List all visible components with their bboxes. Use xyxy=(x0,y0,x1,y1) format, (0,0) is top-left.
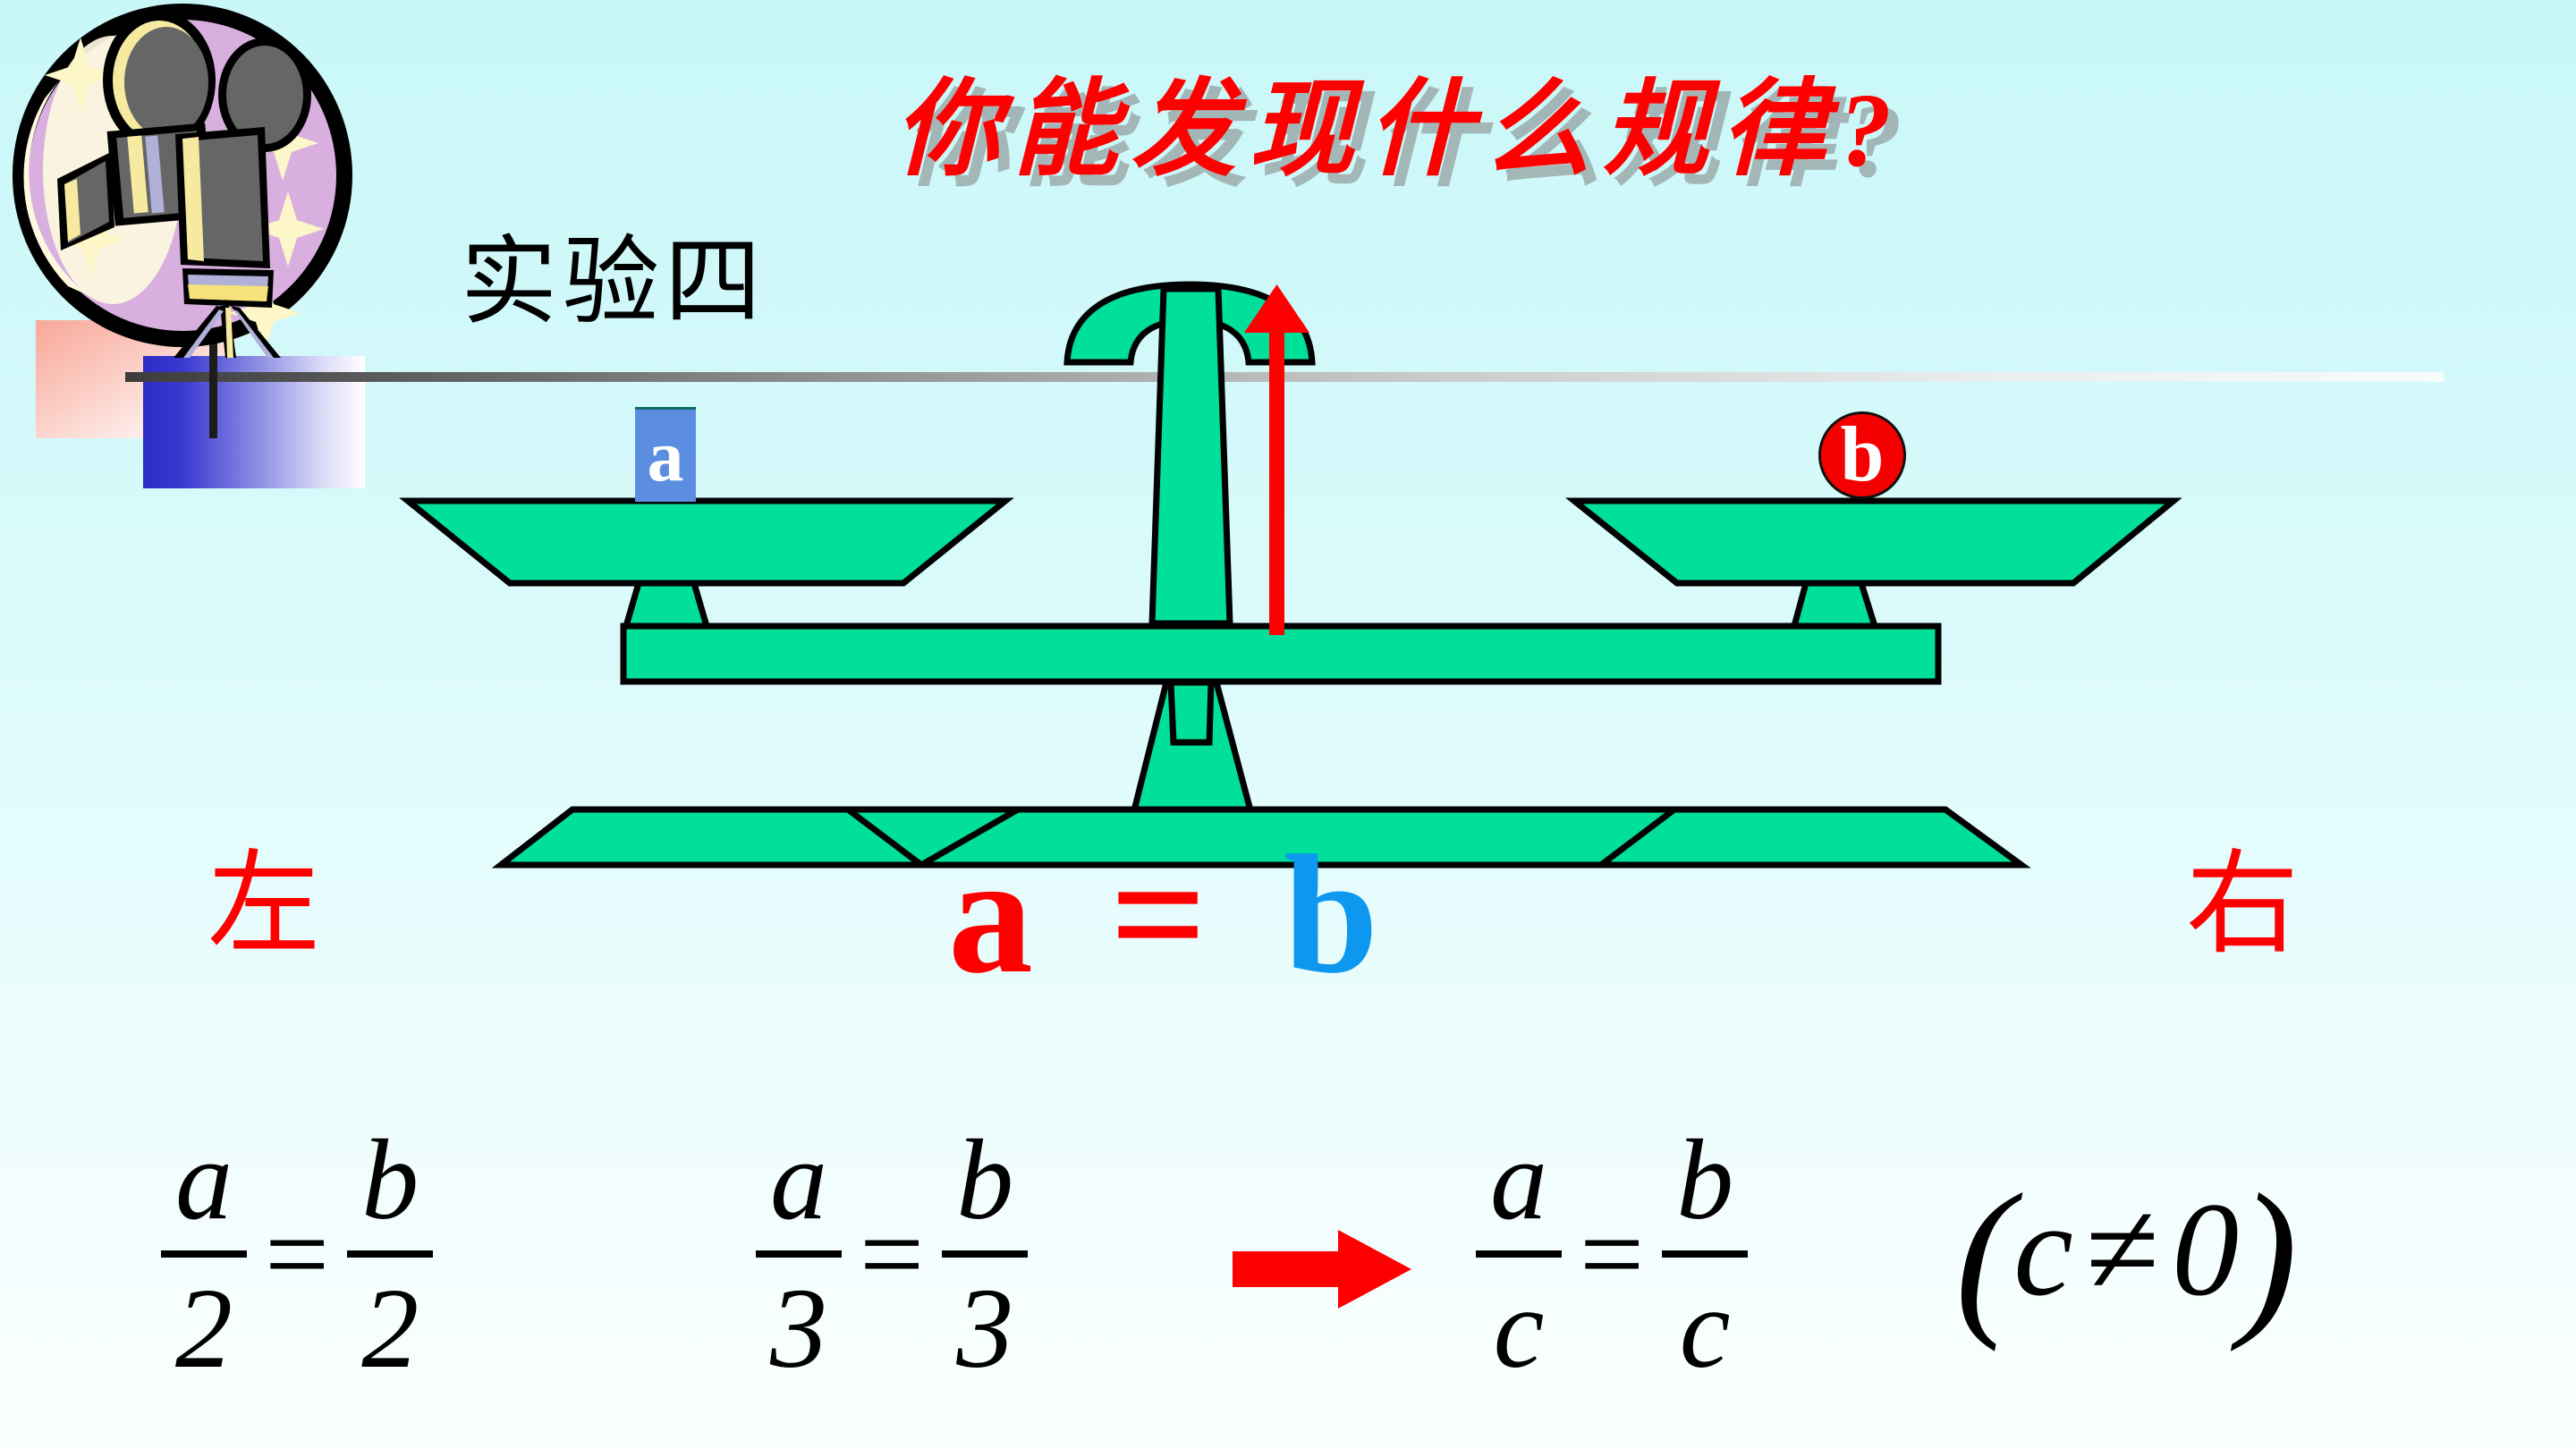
fraction-b-over-3: b 3 xyxy=(942,1116,1029,1393)
fraction-bar xyxy=(1476,1250,1562,1258)
numerator: b xyxy=(1676,1116,1734,1243)
formula-operator: = xyxy=(860,1190,925,1318)
fraction-bar xyxy=(1662,1250,1749,1258)
equation-right-term: b xyxy=(1284,821,1378,1009)
formula-divide-by-c: a c = b c xyxy=(1476,1116,1749,1393)
film-camera-icon xyxy=(13,4,352,358)
denominator: 2 xyxy=(361,1265,419,1393)
fraction-a-over-3: a 3 xyxy=(756,1118,842,1391)
weight-a-block: a xyxy=(635,407,696,502)
fraction-b-over-2: b 2 xyxy=(347,1116,434,1393)
fraction-b-over-c: b c xyxy=(1662,1116,1749,1393)
fraction-bar xyxy=(161,1250,247,1258)
denominator: 3 xyxy=(770,1265,827,1393)
not-equal-sign: ≠ xyxy=(2085,1175,2160,1324)
numerator: b xyxy=(956,1116,1014,1243)
condition-value: 0 xyxy=(2172,1175,2240,1324)
equation-left-term: a xyxy=(948,821,1033,1009)
experiment-subtitle: 实验四 xyxy=(461,230,767,336)
weight-b-ball: b xyxy=(1818,411,1906,499)
numerator: a xyxy=(175,1116,233,1243)
formula-operator: = xyxy=(265,1190,330,1318)
main-equation: a = b xyxy=(948,830,1378,1000)
condition-variable: c xyxy=(2013,1175,2073,1324)
formula-operator: = xyxy=(1580,1190,1645,1318)
formula-row: a 2 = b 2 a 3 = b 3 xyxy=(0,1118,2576,1422)
close-paren: ) xyxy=(2239,1158,2298,1352)
page-title: 你能发现什么规律? xyxy=(894,72,1905,189)
fraction-bar xyxy=(942,1250,1029,1258)
numerator: a xyxy=(770,1116,827,1243)
equation-operator: = xyxy=(1110,821,1208,1009)
denominator: c xyxy=(1679,1265,1731,1393)
denominator: 2 xyxy=(175,1265,233,1393)
label-right-side: 右 xyxy=(2186,843,2299,968)
fraction-bar xyxy=(347,1250,434,1258)
fraction-bar xyxy=(756,1250,842,1258)
denominator: c xyxy=(1493,1265,1545,1393)
formula-divide-by-3: a 3 = b 3 xyxy=(756,1116,1029,1393)
fraction-a-over-c: a c xyxy=(1476,1118,1562,1391)
right-arrow-icon xyxy=(1233,1230,1411,1309)
divider-cross-tick xyxy=(209,333,217,438)
denominator: 3 xyxy=(956,1265,1014,1393)
condition-note: (c≠0) xyxy=(1955,1159,2297,1352)
fraction-a-over-2: a 2 xyxy=(161,1118,247,1391)
formula-divide-by-2: a 2 = b 2 xyxy=(161,1116,434,1393)
open-paren: ( xyxy=(1955,1158,2014,1352)
numerator: b xyxy=(361,1116,419,1243)
numerator: a xyxy=(1490,1116,1547,1243)
label-left-side: 左 xyxy=(208,843,320,968)
balance-pointer-arrow xyxy=(1244,284,1309,635)
